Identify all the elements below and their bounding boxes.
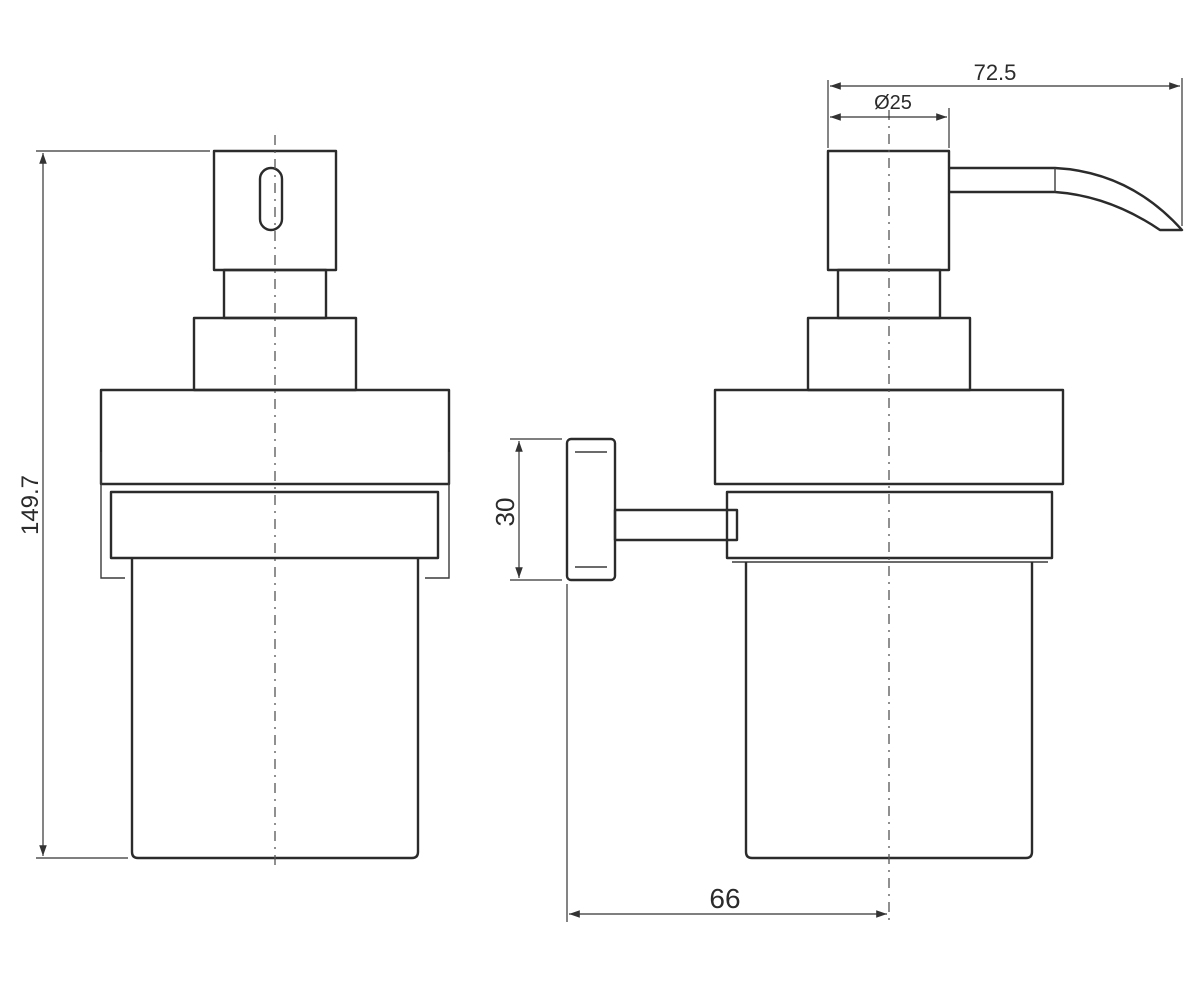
dimension-pump-width: 72.5 (830, 60, 1183, 226)
front-holder-ring (109, 490, 440, 560)
side-pump-nozzle (949, 166, 1184, 232)
dimension-depth-label: 66 (709, 883, 740, 914)
wall-bracket (565, 437, 739, 582)
wall-plate (565, 437, 617, 582)
bracket-arm (613, 508, 739, 542)
dimension-height: 149.7 (17, 150, 210, 859)
dimension-bracket-height: 30 (490, 438, 562, 581)
front-holder-bracket (100, 452, 450, 579)
dimension-pump-diameter-label: Ø25 (874, 92, 912, 114)
dimension-pump-diameter: Ø25 (827, 80, 950, 148)
front-view (99, 135, 451, 865)
side-view (713, 110, 1184, 925)
dimension-pump-width-label: 72.5 (974, 60, 1017, 85)
dimension-height-label: 149.7 (17, 475, 44, 535)
dimension-bracket-height-label: 30 (490, 498, 520, 527)
front-lid (99, 388, 451, 486)
dimension-depth: 66 (566, 584, 887, 922)
front-pump-slot (258, 166, 284, 232)
